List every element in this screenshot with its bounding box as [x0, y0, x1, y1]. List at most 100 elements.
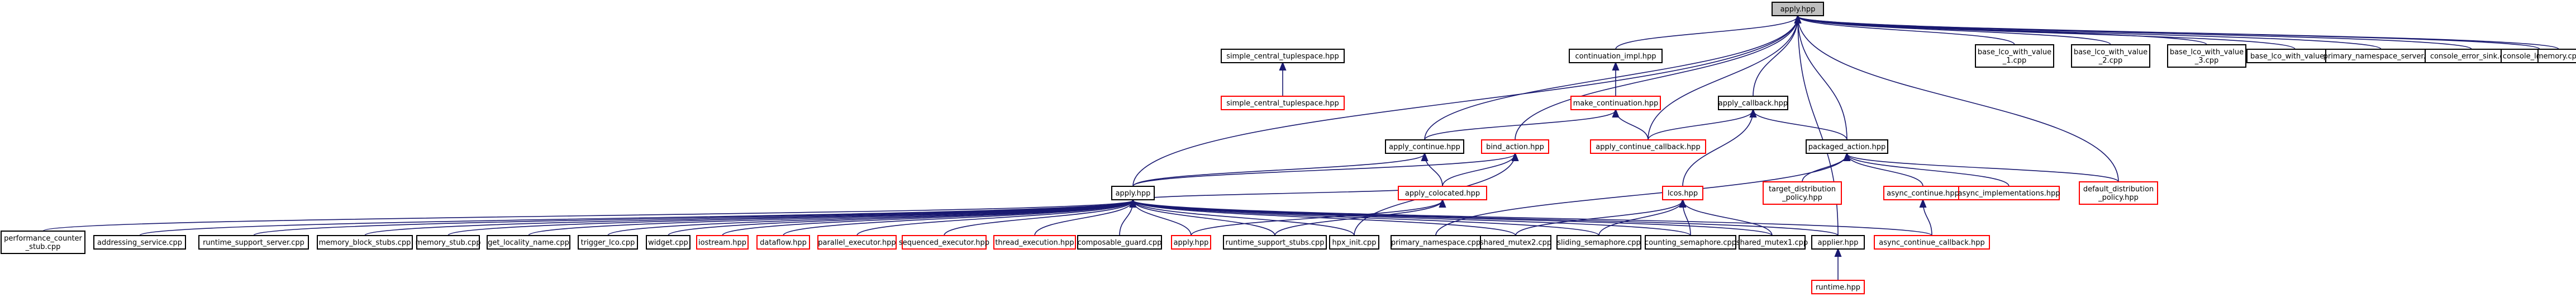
include-edge [1133, 200, 1275, 236]
node-label: bind_action.hpp [1486, 143, 1544, 152]
graph-node[interactable]: apply.hpp [1772, 2, 1824, 16]
node-box [1883, 186, 1963, 200]
graph-node[interactable]: make_continuation.hpp [1570, 96, 1661, 110]
node-box [2071, 44, 2150, 68]
graph-node[interactable]: memory_stub.cpp [416, 235, 481, 250]
node-label: _stub.cpp [25, 243, 61, 251]
node-box [1385, 139, 1464, 154]
node-label: performance_counter [4, 234, 82, 243]
graph-node[interactable]: hpx_init.cpp [1329, 235, 1379, 250]
node-box [1221, 49, 1345, 63]
graph-node[interactable]: primary_namespace_server.cpp [2323, 49, 2439, 63]
graph-node[interactable]: bind_action.hpp [1481, 139, 1549, 154]
graph-node[interactable]: dataflow.hpp [756, 235, 810, 250]
node-box [1811, 280, 1865, 294]
node-label: async_continue.hpp [1887, 190, 1959, 198]
include-edge [783, 200, 1133, 236]
include-edge [1034, 200, 1133, 236]
node-label: _2.cpp [2098, 57, 2123, 65]
graph-node[interactable]: apply_continue.hpp [1385, 139, 1464, 154]
graph-node[interactable]: parallel_executor.hpp [817, 235, 897, 250]
graph-node[interactable]: memory_block_stubs.cpp [317, 235, 413, 250]
graph-node[interactable]: apply.hpp [1111, 186, 1155, 200]
node-label: _1.cpp [2002, 57, 2027, 65]
node-box [1556, 235, 1641, 250]
include-edge [1424, 110, 1616, 140]
node-label: dataflow.hpp [760, 239, 807, 247]
graph-node[interactable]: thread_execution.hpp [993, 235, 1076, 250]
graph-node[interactable]: applier.hpp [1811, 235, 1865, 250]
node-box [2167, 44, 2246, 68]
include-edge [722, 200, 1133, 236]
graph-node[interactable]: async_continue_callback.hpp [1874, 235, 1990, 250]
node-label: apply.hpp [1174, 239, 1209, 247]
node-box [817, 235, 897, 250]
node-box [1, 231, 85, 254]
node-box [198, 235, 309, 250]
graph-node[interactable]: packaged_action.hpp [1806, 139, 1888, 154]
graph-node[interactable]: continuation_impl.hpp [1569, 49, 1663, 63]
graph-node[interactable]: runtime_support_stubs.cpp [1223, 235, 1327, 250]
node-label: primary_namespace.cpp [1391, 239, 1480, 247]
graph-node[interactable]: simple_central_tuplespace.hpp [1221, 49, 1345, 63]
node-label: iostream.hpp [698, 239, 746, 247]
include-edge [528, 200, 1133, 236]
node-box [1481, 139, 1549, 154]
node-box [1398, 186, 1487, 200]
graph-node[interactable]: apply_continue_callback.hpp [1590, 139, 1706, 154]
graph-node[interactable]: sequenced_executor.hpp [899, 235, 989, 250]
graph-node[interactable]: base_lco_with_value_3.cpp [2167, 44, 2246, 68]
node-label: make_continuation.hpp [1573, 100, 1658, 108]
graph-node[interactable]: addressing_service.cpp [93, 235, 186, 250]
graph-node[interactable]: runtime.hpp [1811, 280, 1865, 294]
node-box [93, 235, 186, 250]
node-box [1569, 49, 1663, 63]
graph-node[interactable]: shared_mutex1.cpp [1736, 235, 1808, 250]
node-label: continuation_impl.hpp [1575, 53, 1656, 61]
graph-node[interactable]: sliding_semaphore.cpp [1556, 235, 1641, 250]
node-box [2079, 181, 2158, 205]
graph-node[interactable]: lcos.hpp [1662, 186, 1703, 200]
graph-node[interactable]: apply.hpp [1171, 235, 1211, 250]
graph-node[interactable]: composable_guard.cpp [1077, 235, 1162, 250]
node-label: _policy.hpp [1782, 194, 1822, 202]
node-box [1739, 235, 1806, 250]
node-box [1111, 186, 1155, 200]
graph-node[interactable]: simple_central_tuplespace.hpp [1221, 96, 1345, 110]
graph-node[interactable]: counting_semaphore.cpp [1645, 235, 1736, 250]
graph-node[interactable]: base_lco_with_value_2.cpp [2071, 44, 2150, 68]
graph-node[interactable]: default_distribution_policy.hpp [2079, 181, 2158, 205]
include-edge [1133, 186, 1443, 200]
graph-node[interactable]: trigger_lco.cpp [578, 235, 638, 250]
graph-node[interactable]: base_lco_with_value_1.cpp [1975, 44, 2054, 68]
node-label: default_distribution [2083, 185, 2154, 194]
node-label: target_distribution [1769, 185, 1836, 194]
node-label: runtime.hpp [1816, 284, 1860, 292]
graph-node[interactable]: get_locality_name.cpp [487, 235, 570, 250]
node-box [1772, 2, 1824, 16]
node-label: shared_mutex2.cpp [1480, 239, 1551, 247]
node-box [1874, 235, 1990, 250]
node-box [1806, 139, 1888, 154]
include-edge [1798, 16, 2559, 50]
graph-node[interactable]: performance_counter_stub.cpp [1, 231, 85, 254]
graph-node[interactable]: async_continue.hpp [1883, 186, 1963, 200]
graph-node[interactable]: widget.cpp [646, 235, 691, 250]
graph-node[interactable]: async_implementations.hpp [1958, 186, 2060, 200]
graph-node[interactable]: iostream.hpp [696, 235, 749, 250]
include-edge [1515, 16, 1798, 140]
include-edge [1133, 200, 1691, 236]
node-label: base_lco_with_value [1978, 48, 2051, 57]
graph-node[interactable]: apply_callback.hpp [1718, 96, 1788, 110]
graph-node[interactable]: primary_namespace.cpp [1391, 235, 1481, 250]
graph-node[interactable]: shared_mutex2.cpp [1480, 235, 1551, 250]
node-label: apply_continue_callback.hpp [1596, 143, 1700, 152]
graph-node[interactable]: target_distribution_policy.hpp [1763, 181, 1842, 205]
include-edge [1132, 16, 1798, 187]
graph-node[interactable]: runtime_support_server.cpp [198, 235, 309, 250]
node-box [2537, 49, 2576, 63]
graph-node[interactable]: memory.cpp [2536, 49, 2576, 63]
graph-node[interactable]: apply_colocated.hpp [1398, 186, 1487, 200]
node-box [646, 235, 691, 250]
